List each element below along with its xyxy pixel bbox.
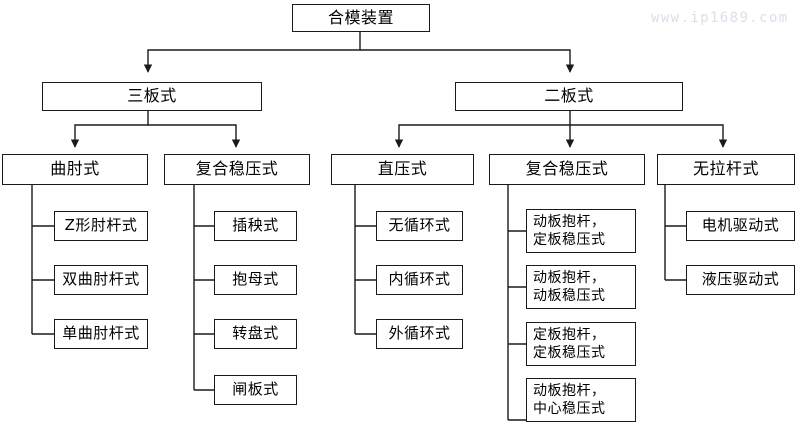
- node-tiebarless-type[interactable]: 无拉杆式: [657, 154, 795, 185]
- leaf-toggle-1[interactable]: 双曲肘杆式: [54, 265, 148, 295]
- leaf-compound-a-1[interactable]: 抱母式: [214, 265, 297, 295]
- leaf-toggle-2[interactable]: 单曲肘杆式: [54, 319, 148, 349]
- leaf-tiebarless-0[interactable]: 电机驱动式: [686, 211, 795, 241]
- leaf-direct-0[interactable]: 无循环式: [376, 211, 463, 241]
- node-toggle-type[interactable]: 曲肘式: [2, 154, 148, 185]
- leaf-tiebarless-1[interactable]: 液压驱动式: [686, 265, 795, 295]
- leaf-compound-a-2[interactable]: 转盘式: [214, 319, 297, 349]
- leaf-direct-1[interactable]: 内循环式: [376, 265, 463, 295]
- node-three-platen[interactable]: 三板式: [42, 82, 262, 111]
- leaf-compound-b-1[interactable]: 动板抱杆， 动板稳压式: [526, 265, 636, 309]
- leaf-compound-a-0[interactable]: 插秧式: [214, 211, 297, 241]
- leaf-compound-b-0[interactable]: 动板抱杆， 定板稳压式: [526, 209, 636, 253]
- leaf-compound-b-3[interactable]: 动板抱杆， 中心稳压式: [526, 378, 636, 422]
- leaf-direct-2[interactable]: 外循环式: [376, 319, 463, 349]
- node-two-platen[interactable]: 二板式: [455, 82, 683, 111]
- leaf-compound-a-3[interactable]: 闸板式: [214, 375, 297, 405]
- watermark-text: www.ip1689.com: [651, 10, 789, 26]
- node-root[interactable]: 合模装置: [292, 4, 430, 32]
- node-compound-pressure-two-platen[interactable]: 复合稳压式: [489, 154, 645, 185]
- node-compound-pressure-three-platen[interactable]: 复合稳压式: [164, 154, 310, 185]
- node-direct-pressure-type[interactable]: 直压式: [331, 154, 474, 185]
- leaf-compound-b-2[interactable]: 定板抱杆， 定板稳压式: [526, 322, 636, 366]
- leaf-toggle-0[interactable]: Z形肘杆式: [54, 211, 148, 241]
